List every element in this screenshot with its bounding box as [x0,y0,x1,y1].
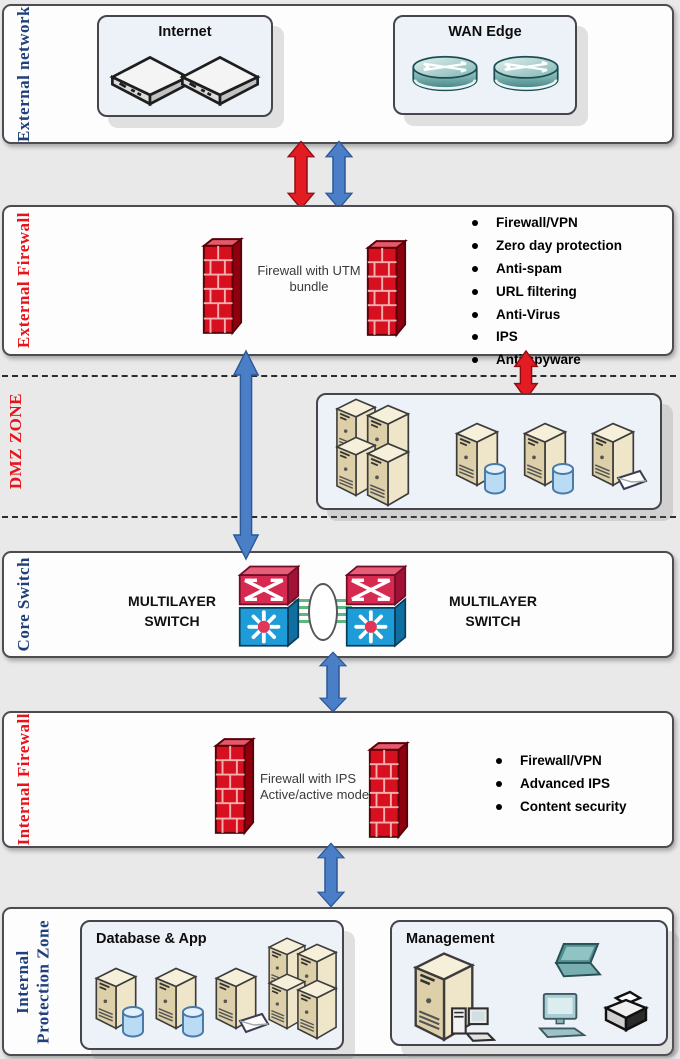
zone-label-internal-protection: Internal Protection Zone [12,919,52,1044]
zone-label-core-switch: Core Switch [13,557,33,652]
database-app-box: Database & App [80,920,344,1050]
firewall-icon [212,735,256,837]
database-app-title: Database & App [96,931,207,947]
blue-double-arrow-icon [318,651,348,713]
dmz-servers-box [316,393,662,510]
server-icon [362,441,414,507]
management-box: Management [390,920,668,1046]
database-icon [120,1006,146,1038]
router-icon [489,53,563,101]
zone-label-dmz: DMZ ZONE [6,392,25,490]
firewall-icon [364,237,408,339]
firewall-icon [366,739,410,841]
feature-item: Anti-spam [472,261,672,278]
management-title: Management [406,931,495,947]
zone-label-internal-firewall: Internal Firewall [13,713,33,846]
feature-item: URL filtering [472,284,672,301]
feature-item: Anti-Virus [472,307,672,324]
server-with-database [450,421,514,495]
multilayer-switch-label-left: MULTILAYER SWITCH [128,593,216,630]
blue-double-arrow-icon [316,842,346,908]
feature-item: Anti-spyware [472,352,672,369]
mail-icon [616,469,648,491]
database-icon [180,1006,206,1038]
zone-internal-firewall: Internal Firewall Firewall with IPS Acti… [2,711,674,848]
dmz-top-boundary [2,375,676,377]
firewall-caption: Firewall with IPS Active/active mode [260,771,370,803]
external-firewall-features: Firewall/VPN Zero day protection Anti-sp… [472,215,672,375]
multilayer-switch-icon [345,562,407,652]
server-with-database [90,966,152,1042]
zone-internal-protection: Internal Protection Zone Database & App … [2,907,674,1056]
zone-external-network: External network Internet WAN Edge [2,4,674,144]
wan-edge-box-title: WAN Edge [448,24,522,40]
blue-double-arrow-long-icon [232,349,260,561]
firewall-caption: Firewall with UTM bundle [257,263,361,295]
server-icon [292,978,342,1040]
internal-firewall-features: Firewall/VPN Advanced IPS Content securi… [496,753,672,822]
server-with-database [150,966,212,1042]
multilayer-switch-icon [238,562,300,652]
firewall-icon [200,235,244,337]
zone-core-switch: Core Switch MULTILAYER SWITCH MULTILAYER… [2,551,674,658]
feature-item: IPS [472,329,672,346]
multilayer-switch-label-right: MULTILAYER SWITCH [449,593,537,630]
zone-external-firewall: External Firewall Firewall with UTM bund… [2,205,674,367]
server-with-database [518,421,582,495]
red-double-arrow-icon [286,140,316,210]
router-icon [408,53,482,101]
feature-item: Advanced IPS [496,776,672,793]
internet-device-icon [177,49,263,107]
feature-item: Firewall/VPN [496,753,672,770]
internet-box-title: Internet [158,24,212,40]
zone-label-external-network: External network [13,6,33,142]
feature-item: Content security [496,799,672,816]
dmz-bottom-boundary [2,516,676,518]
blue-double-arrow-icon [324,140,354,210]
server-with-mail [586,421,652,495]
workstation-icon [536,992,588,1038]
zone-label-external-firewall: External Firewall [13,212,33,349]
etherchannel-icon [308,583,338,641]
printer-icon [600,988,652,1034]
wan-edge-box: WAN Edge [393,15,577,115]
database-icon [482,463,508,495]
mini-pc-icon [450,1002,496,1042]
database-icon [550,463,576,495]
feature-item: Firewall/VPN [472,215,672,232]
internet-box: Internet [97,15,273,117]
feature-item: Zero day protection [472,238,672,255]
laptop-icon [550,942,608,982]
